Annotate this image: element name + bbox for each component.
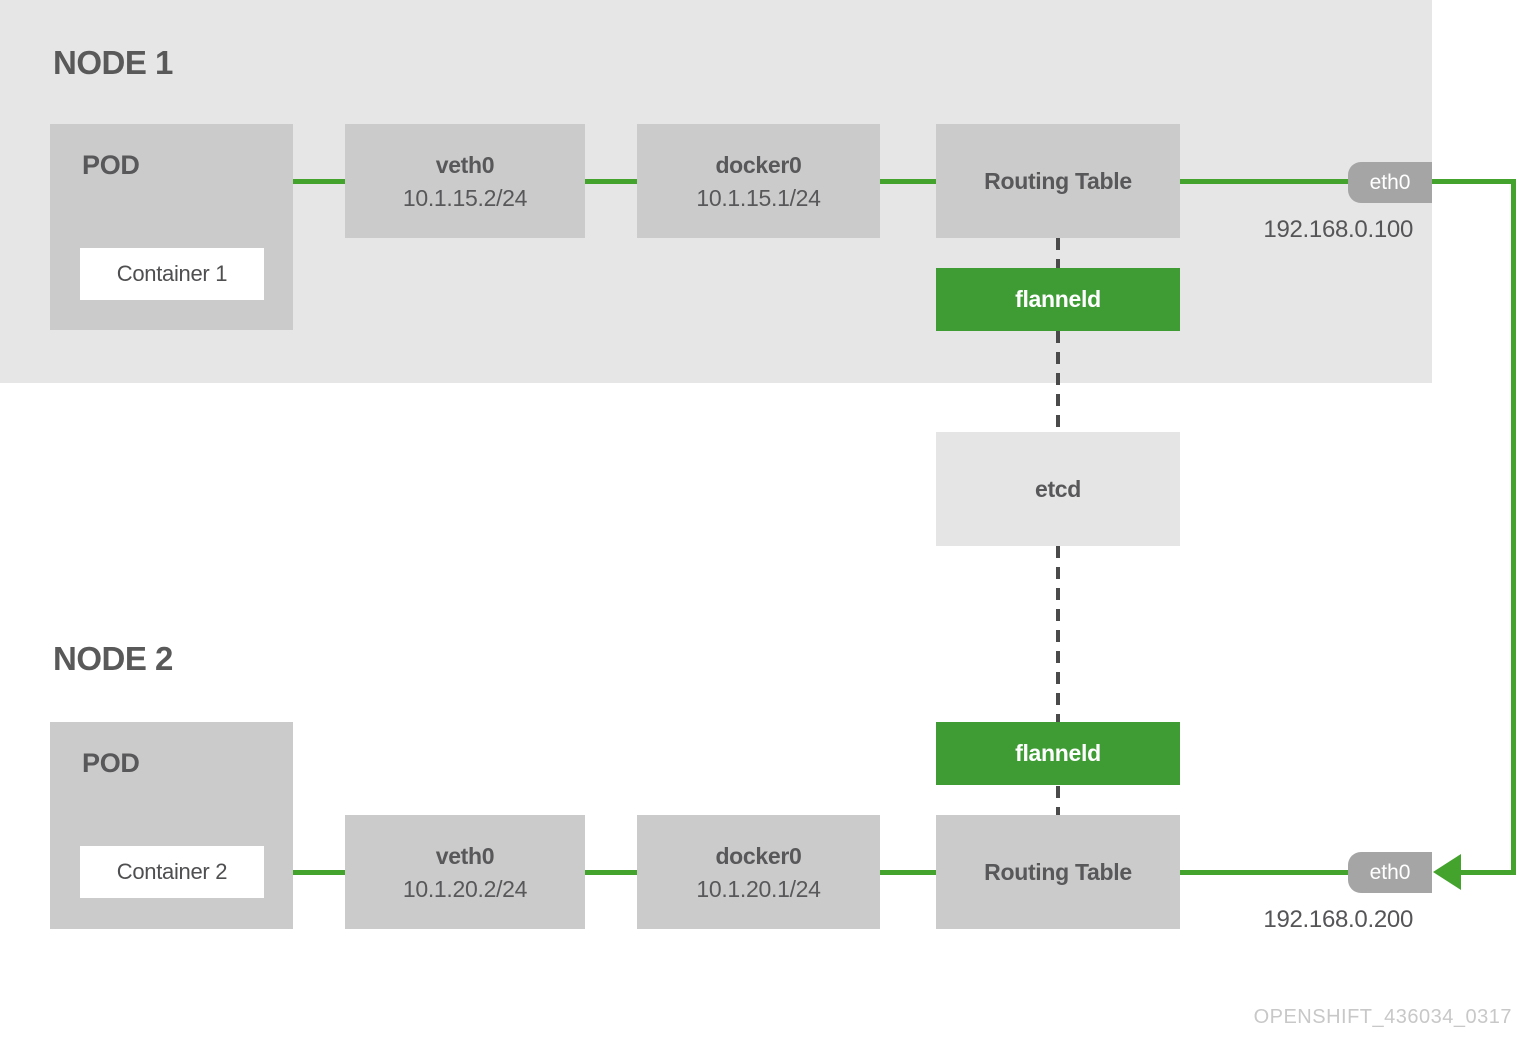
dashed-flanneld1-etcd: [1056, 331, 1060, 432]
node2-docker-box: docker0 10.1.20.1/24: [637, 815, 880, 929]
node1-routing-table-label: Routing Table: [984, 167, 1132, 194]
dashed-routing1-flanneld1: [1056, 238, 1060, 268]
node2-veth-ip: 10.1.20.2/24: [402, 876, 528, 903]
node2-routing-table-label: Routing Table: [984, 858, 1132, 885]
link-node1-node2-vertical: [1511, 179, 1516, 875]
node1-veth-box: veth0 10.1.15.2/24: [345, 124, 585, 238]
node1-docker-box: docker0 10.1.15.1/24: [637, 124, 880, 238]
node2-container-box: Container 2: [80, 846, 264, 898]
link-docker1-routing1: [880, 179, 936, 184]
node2-eth0-badge: eth0: [1348, 852, 1432, 893]
node2-veth-name: veth0: [435, 842, 495, 869]
node2-flanneld-box: flanneld: [936, 722, 1180, 785]
node1-title: NODE 1: [53, 44, 173, 81]
dashed-etcd-flanneld2: [1056, 546, 1060, 722]
link-docker2-routing2: [880, 870, 936, 875]
node1-veth-name: veth0: [435, 151, 495, 178]
link-veth2-docker2: [585, 870, 637, 875]
dashed-flanneld2-routing2: [1056, 786, 1060, 815]
node1-routing-table-box: Routing Table: [936, 124, 1180, 238]
link-routing2-eth2: [1180, 870, 1348, 875]
node2-title: NODE 2: [53, 640, 173, 677]
link-return-horizontal: [1458, 870, 1516, 875]
node2-routing-table-box: Routing Table: [936, 815, 1180, 929]
node2-docker-name: docker0: [715, 842, 802, 869]
node1-eth0-ip: 192.168.0.100: [1263, 216, 1413, 243]
node2-veth-box: veth0 10.1.20.2/24: [345, 815, 585, 929]
node2-docker-ip: 10.1.20.1/24: [696, 876, 821, 903]
etcd-box: etcd: [936, 432, 1180, 546]
node1-eth0-badge: eth0: [1348, 162, 1432, 203]
node1-container-box: Container 1: [80, 248, 264, 300]
node2-eth0-ip: 192.168.0.200: [1263, 906, 1413, 933]
node2-pod-label: POD: [82, 748, 140, 778]
node1-docker-ip: 10.1.15.1/24: [696, 185, 821, 212]
node1-pod-label: POD: [82, 150, 140, 180]
arrowhead-into-eth2: [1433, 854, 1461, 890]
node1-docker-name: docker0: [715, 151, 802, 178]
link-pod1-veth1: [293, 179, 345, 184]
node1-flanneld-box: flanneld: [936, 268, 1180, 331]
watermark-text: OPENSHIFT_436034_0317: [1253, 1006, 1512, 1028]
link-veth1-docker1: [585, 179, 637, 184]
node1-veth-ip: 10.1.15.2/24: [402, 185, 528, 212]
link-pod2-veth2: [293, 870, 345, 875]
